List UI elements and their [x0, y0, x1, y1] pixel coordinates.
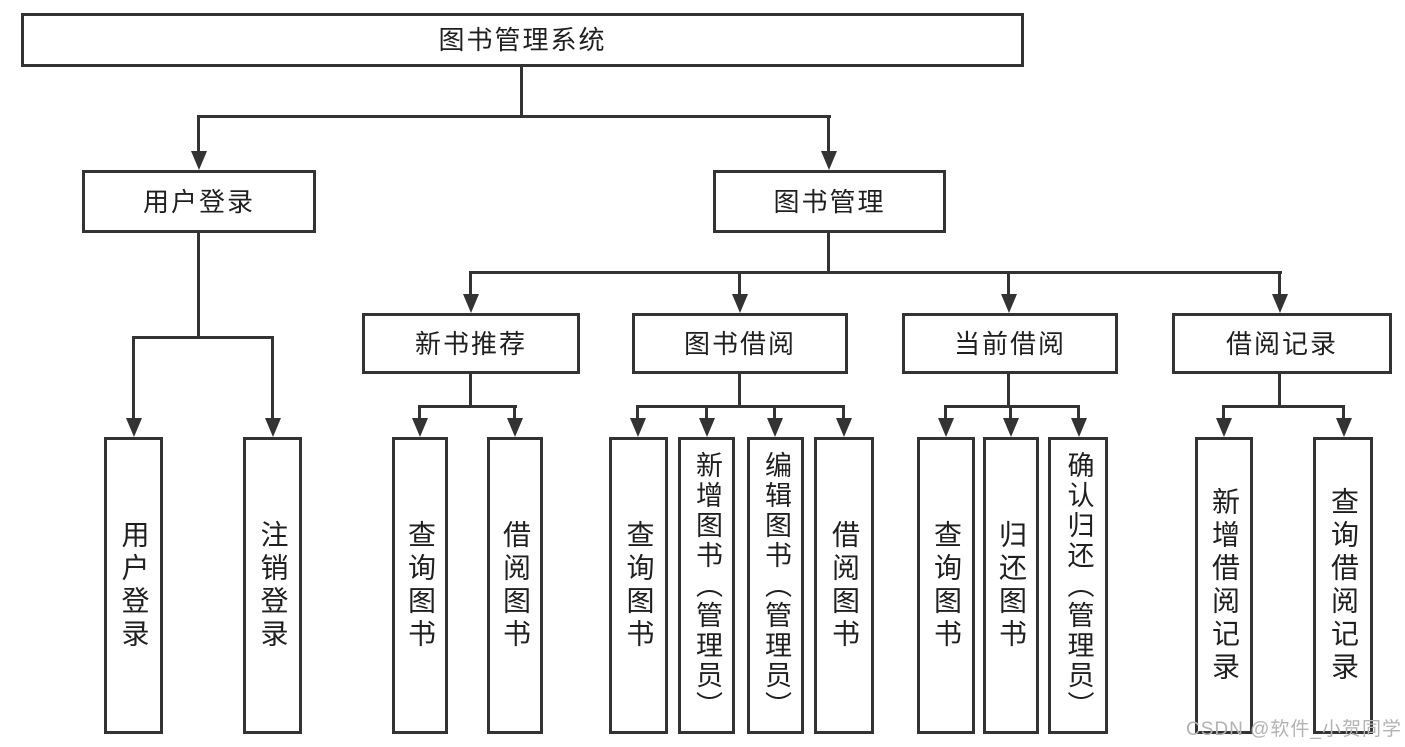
node-root-library-system: 图书管理系统	[21, 13, 1024, 67]
connector-level3-bar	[469, 271, 1282, 274]
arrow-down-icon	[699, 418, 715, 437]
connector-drop	[1077, 405, 1080, 418]
leaf-add-books-admin: 新增图书（管理员）	[678, 437, 735, 734]
connector-bar	[418, 405, 517, 408]
connector-stem	[738, 374, 741, 407]
connector-drop	[842, 405, 845, 418]
arrow-down-icon	[836, 418, 852, 437]
leaf-user-login: 用户登录	[104, 437, 163, 734]
arrow-down-icon	[412, 418, 428, 437]
arrow-down-icon	[1272, 294, 1288, 313]
arrow-down-icon	[630, 418, 646, 437]
connector-drop	[469, 271, 472, 295]
leaf-edit-books-admin: 编辑图书（管理员）	[747, 437, 804, 734]
node-current-borrow: 当前借阅	[902, 313, 1118, 374]
csdn-watermark: CSDN @软件_小贺同学	[1186, 719, 1402, 740]
connector-drop	[1342, 405, 1345, 418]
connector-drop	[1278, 271, 1281, 295]
leaf-borrow-books: 借阅图书	[814, 437, 874, 734]
node-book-management: 图书管理	[713, 170, 946, 233]
connector-drop	[636, 405, 639, 418]
arrow-down-icon	[1216, 418, 1232, 437]
arrow-down-icon	[1003, 418, 1019, 437]
leaf-return-books: 归还图书	[983, 437, 1039, 734]
leaf-query-borrow-record: 查询借阅记录	[1313, 437, 1373, 734]
connector-book-mgmt-stem	[827, 233, 830, 273]
arrow-down-icon	[463, 294, 479, 313]
node-user-login: 用户登录	[82, 170, 316, 233]
leaf-query-books: 查询图书	[917, 437, 975, 734]
connector-user-login-bar	[132, 336, 274, 339]
connector-drop	[418, 405, 421, 418]
connector-drop	[705, 405, 708, 418]
connector-bar	[636, 405, 845, 408]
connector-drop	[944, 405, 947, 418]
arrow-down-icon	[265, 418, 281, 437]
leaf-query-books: 查询图书	[392, 437, 448, 734]
leaf-add-borrow-record: 新增借阅记录	[1195, 437, 1253, 734]
arrow-down-icon	[821, 151, 837, 170]
arrow-down-icon	[191, 151, 207, 170]
connector-root-stem	[520, 67, 523, 116]
arrow-down-icon	[938, 418, 954, 437]
connector-drop	[738, 271, 741, 295]
connector-drop	[1222, 405, 1225, 418]
leaf-confirm-return-admin: 确认归还（管理员）	[1048, 437, 1108, 734]
node-borrow-records: 借阅记录	[1172, 313, 1392, 374]
arrow-down-icon	[126, 418, 142, 437]
connector-drop	[132, 336, 135, 418]
connector-drop	[773, 405, 776, 418]
leaf-logout: 注销登录	[243, 437, 302, 734]
connector-drop	[513, 405, 516, 418]
arrow-down-icon	[1336, 418, 1352, 437]
connector-drop	[1007, 271, 1010, 295]
arrow-down-icon	[767, 418, 783, 437]
arrow-down-icon	[1071, 418, 1087, 437]
connector-stem	[1007, 374, 1010, 407]
connector-drop-user-login	[197, 115, 200, 152]
connector-level2-bar	[197, 115, 831, 118]
connector-stem	[1278, 374, 1281, 407]
connector-bar	[1222, 405, 1345, 408]
arrow-down-icon	[732, 294, 748, 313]
connector-user-login-stem	[197, 233, 200, 338]
connector-drop	[271, 336, 274, 418]
arrow-down-icon	[1001, 294, 1017, 313]
arrow-down-icon	[507, 418, 523, 437]
node-book-borrow: 图书借阅	[632, 313, 848, 374]
connector-stem	[469, 374, 472, 407]
connector-drop-book-mgmt	[827, 115, 830, 152]
node-new-book-recommend: 新书推荐	[362, 313, 580, 374]
connector-bar	[944, 405, 1080, 408]
connector-drop	[1009, 405, 1012, 418]
leaf-query-books: 查询图书	[609, 437, 668, 734]
leaf-borrow-books: 借阅图书	[487, 437, 543, 734]
